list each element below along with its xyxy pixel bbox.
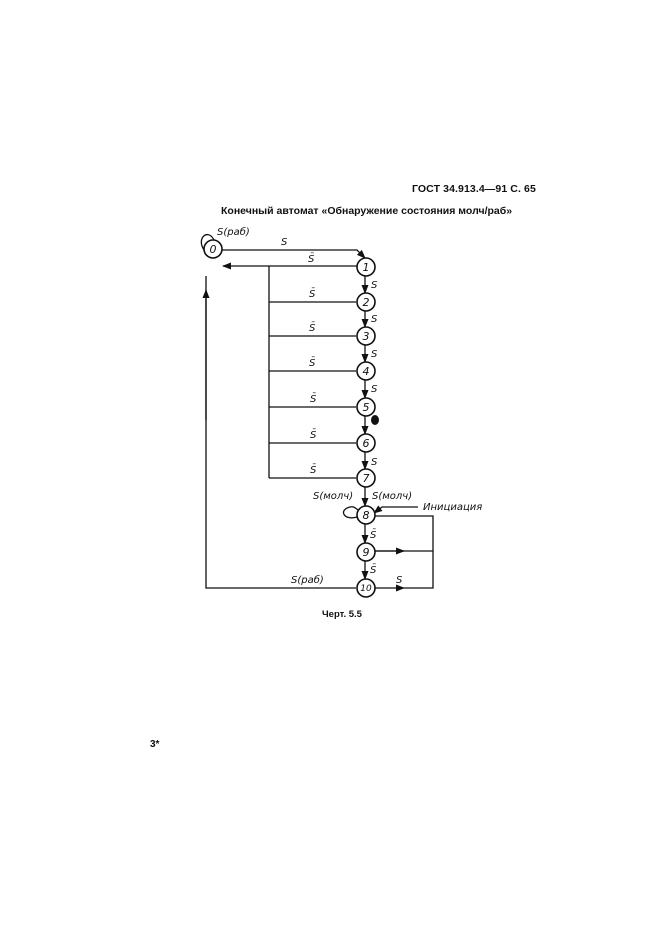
state-label-6: 6: [363, 437, 370, 450]
state-label-0: 0: [210, 243, 217, 256]
edge-10-to-loop: [374, 515, 434, 589]
label-s-3-4: S: [371, 349, 378, 360]
page-mark: 3*: [150, 739, 160, 750]
figure-caption: Черт. 5.5: [322, 609, 362, 620]
label-s-molch-right: S(молч): [372, 491, 412, 502]
label-sbar-7: S̄: [310, 463, 317, 476]
edge-10-to-0: [205, 276, 356, 589]
page-header: ГОСТ 34.913.4—91 С. 65: [412, 183, 536, 195]
state-6: [356, 433, 376, 453]
state-8: [356, 505, 376, 525]
state-10: [356, 578, 376, 598]
ink-blot: [371, 415, 379, 425]
label-initiation: Инициация: [423, 502, 482, 513]
label-sbar-8-9: S̄: [370, 528, 377, 541]
state-label-8: 8: [363, 509, 370, 522]
state-7: [356, 468, 376, 488]
label-s-rab-10-0: S(раб): [291, 574, 324, 586]
state-label-5: 5: [363, 401, 370, 414]
label-s-10-loop: S: [396, 575, 403, 586]
label-s-6-7: S: [371, 457, 378, 468]
state-5: [356, 397, 376, 417]
state-label-10: 10: [360, 584, 372, 594]
label-s-4-5: S: [371, 384, 378, 395]
self-loop-8: [342, 506, 359, 519]
state-4: [356, 361, 376, 381]
label-s-0-to-1: S: [281, 237, 288, 248]
state-label-1: 1: [363, 261, 370, 274]
label-s-molch-left: S(молч): [313, 491, 353, 502]
state-label-4: 4: [363, 365, 370, 378]
figure-title: Конечный автомат «Обнаружение состояния …: [221, 205, 513, 217]
state-0: [203, 239, 223, 259]
label-sbar-3: S̄: [309, 321, 316, 334]
state-3: [356, 326, 376, 346]
label-sbar-2: S̄: [309, 287, 316, 300]
state-9: [356, 542, 376, 562]
label-s-rab-self: S(раб): [217, 226, 250, 238]
label-sbar-9-10: S̄: [370, 563, 377, 576]
state-label-3: 3: [363, 330, 370, 343]
label-s-1-2: S: [371, 280, 378, 291]
state-label-7: 7: [363, 472, 370, 485]
edge-0-to-1: [221, 249, 366, 259]
label-s-2-3: S: [371, 314, 378, 325]
state-label-9: 9: [363, 546, 370, 559]
label-sbar-6: S̄: [310, 428, 317, 441]
self-loop-0: [200, 234, 215, 251]
state-label-2: 2: [363, 296, 370, 309]
state-1: [356, 257, 376, 277]
initiation-arrow: [373, 505, 418, 514]
label-sbar-4: S̄: [309, 356, 316, 369]
state-2: [356, 292, 376, 312]
label-sbar-5: S̄: [310, 392, 317, 405]
label-sbar-1: S̄: [308, 252, 315, 265]
